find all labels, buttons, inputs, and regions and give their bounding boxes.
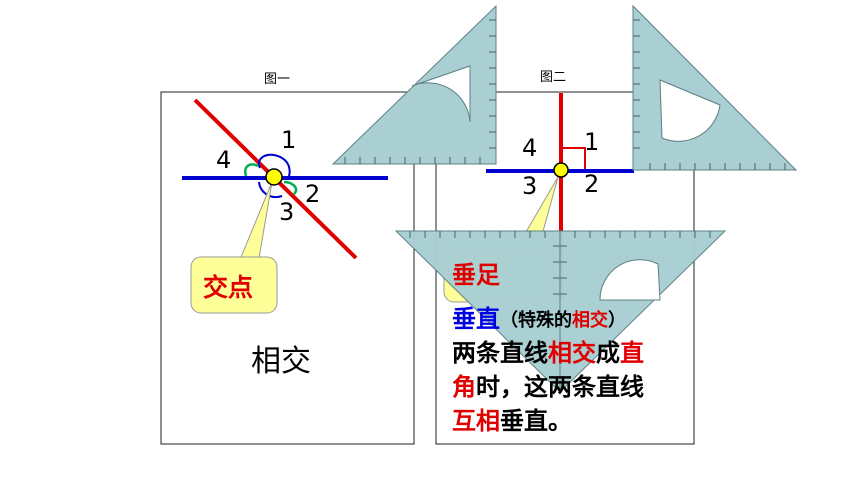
fig2-angle-4: 4 — [522, 134, 538, 162]
foot-point — [553, 162, 569, 178]
set-square-right — [632, 4, 798, 171]
set-square-left — [331, 4, 497, 165]
definition-line-1: 两条直线相交成直 — [452, 339, 644, 367]
figure2-caption: 图二 — [540, 70, 567, 85]
definition-line-2: 角时，这两条直线 — [452, 373, 644, 401]
fig1-angle-1: 1 — [281, 126, 297, 154]
figure1-caption: 图一 — [264, 72, 291, 87]
perpendicular-term: 垂直 — [452, 305, 500, 333]
set-square-bottom-right — [559, 230, 727, 394]
right-angle-mark — [563, 147, 586, 169]
fig1-angle-2: 2 — [305, 180, 321, 208]
angle-mark-1 — [257, 153, 291, 179]
foot-label: 垂足 — [452, 261, 500, 289]
fig2-angle-1: 1 — [584, 128, 600, 156]
intersection-label: 交点 — [203, 273, 254, 302]
intersection-callout-box — [190, 256, 278, 314]
intersection-point — [265, 168, 283, 186]
definition-line-3: 互相垂直。 — [452, 407, 572, 435]
figure1-label: 相交 — [251, 344, 311, 379]
fig1-angle-4: 4 — [216, 146, 232, 174]
fig2-angle-2: 2 — [584, 170, 600, 198]
angle-mark-4 — [244, 163, 259, 177]
fig2-angle-3: 3 — [522, 172, 538, 200]
special-note: （特殊的相交） — [500, 310, 626, 331]
fig1-angle-3: 3 — [279, 198, 295, 226]
angle-mark-2 — [283, 180, 298, 195]
angle-mark-3 — [258, 181, 283, 198]
